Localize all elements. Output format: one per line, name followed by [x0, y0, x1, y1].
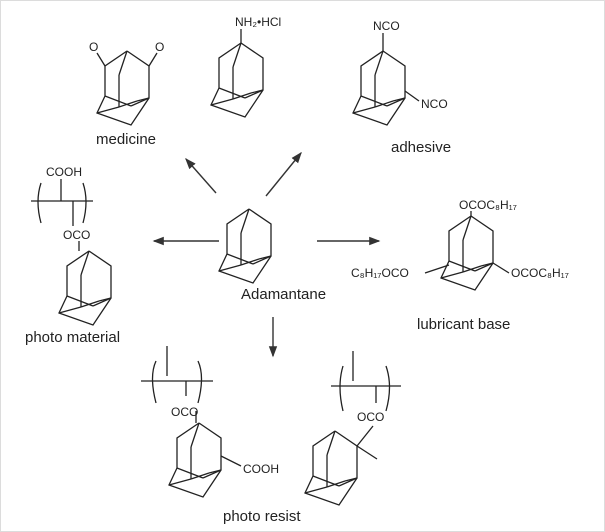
amantadine-structure: NH₂•HCl: [210, 15, 281, 118]
ester-group: OCO: [357, 410, 384, 424]
photo-resist-label: photo resist: [223, 508, 301, 525]
lubricant-ester-structure: OCOC₈H₁₇ C₈H₁₇OCO OCOC₈H₁₇: [351, 198, 569, 291]
isocyanate-group: NCO: [373, 19, 400, 33]
adamantane-structure: [218, 208, 272, 284]
medicine-label: medicine: [96, 131, 156, 148]
left-ester-group: C₈H₁₇OCO: [351, 266, 409, 280]
carboxylic-acid-group: COOH: [46, 165, 82, 179]
carboxylic-acid-group: COOH: [243, 462, 279, 476]
ketone-oxygen: O: [155, 40, 164, 54]
arrow-to-medicine: [185, 157, 217, 194]
adhesive-label: adhesive: [391, 139, 451, 156]
photo-material-label: photo material: [25, 329, 120, 346]
photo-material-polymer-structure: COOH OCO: [31, 165, 112, 326]
top-ester-group: OCOC₈H₁₇: [459, 198, 517, 212]
ester-group: OCO: [63, 228, 90, 242]
adamantanedione-structure: O O: [89, 40, 164, 126]
amine-hcl-label: NH₂•HCl: [235, 15, 281, 29]
lubricant-base-label: lubricant base: [417, 316, 510, 333]
adamantane-label: Adamantane: [241, 286, 326, 303]
arrow-to-adhesive: [265, 151, 302, 197]
right-ester-group: OCOC₈H₁₇: [511, 266, 569, 280]
isocyanate-group: NCO: [421, 97, 448, 111]
ketone-oxygen: O: [89, 40, 98, 54]
diisocyanate-structure: NCO NCO: [352, 19, 448, 126]
ester-group: OCO: [171, 405, 198, 419]
photo-resist-polymer-2-structure: OCO: [304, 351, 401, 506]
photo-resist-polymer-1-structure: OCO COOH: [141, 346, 279, 498]
